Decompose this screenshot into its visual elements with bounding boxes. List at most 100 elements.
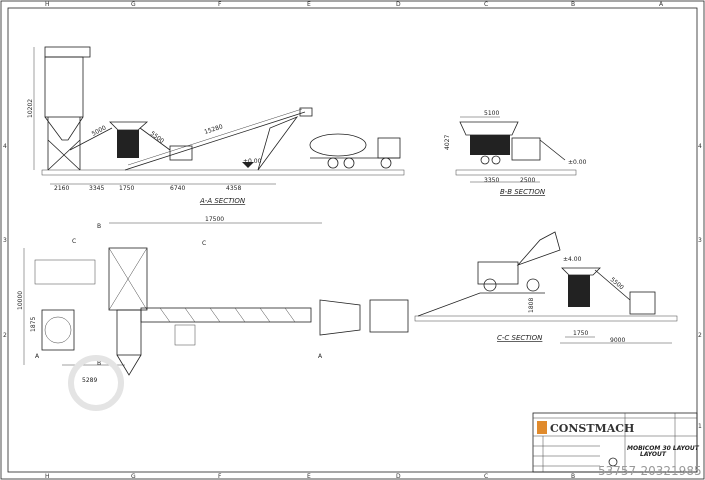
level-label: ±4.00 <box>563 256 582 263</box>
company-name: CONSTMACH <box>550 422 634 435</box>
aggregate-bin <box>169 145 193 161</box>
col-label-bottom: H <box>45 473 50 480</box>
section-bb: 5100 4027 ±0.00 3350 2500 B-B SECTION <box>444 110 587 196</box>
level-label: ±0.00 <box>568 159 587 166</box>
silo-plan <box>41 309 75 351</box>
ground <box>41 169 405 176</box>
dim-value: 2500 <box>520 177 535 184</box>
dim-value: 1750 <box>119 185 134 192</box>
discharge-chute <box>299 107 313 117</box>
ramp <box>417 292 545 317</box>
title-block-frame <box>532 412 698 473</box>
section-marker-a: A <box>318 353 323 360</box>
silo-top <box>44 46 91 58</box>
conveyor <box>594 269 631 301</box>
section-aa: 10202 5000 5500 15280 ±0.00 2160 3345 17… <box>27 46 405 205</box>
silo-body <box>44 56 84 118</box>
col-label-top: B <box>571 1 575 8</box>
border-grid-labels: H G F E D C B A H G F E D C B 4 3 2 4 3 … <box>3 1 702 480</box>
title-block: CONSTMACH MOBICOM 30 LAYOUT LAYOUT <box>532 412 700 473</box>
section-title: A-A SECTION <box>199 197 246 205</box>
section-title: C-C SECTION <box>497 334 543 342</box>
conveyor-plan <box>140 307 312 323</box>
mixer-unit <box>511 137 541 161</box>
main-conveyor <box>124 111 306 171</box>
chute <box>539 139 566 161</box>
dim-width: 10000 <box>17 291 24 310</box>
dim-conveyor-2: 5500 <box>149 130 165 145</box>
dim-bottom: 5289 <box>82 377 97 384</box>
col-label-bottom: D <box>396 473 401 480</box>
section-cc: 1808 ±4.00 5500 1750 9000 C-C SECTION <box>414 231 678 344</box>
truck-wheel <box>380 157 392 169</box>
truck-wheel <box>327 157 339 169</box>
mixer-plan <box>116 309 142 356</box>
section-title: B-B SECTION <box>500 188 546 196</box>
col-label-bottom: C <box>484 473 488 480</box>
loader-body <box>477 261 519 285</box>
dim-length: 17500 <box>205 216 224 223</box>
col-label-top: F <box>218 1 222 8</box>
drawing-subtitle: LAYOUT <box>640 451 667 458</box>
dim-main-conveyor: 15280 <box>203 123 223 136</box>
row-label-right: 3 <box>698 237 702 244</box>
projection-symbol-icon <box>608 457 618 467</box>
plan-view: 17500 10000 1875 5289 C C B B A A <box>17 216 409 384</box>
watermark-text: 53757-20321985 <box>598 464 702 478</box>
mixer-chute <box>116 354 142 376</box>
section-marker-b: B <box>97 223 101 230</box>
main-conveyor-rail <box>127 108 303 166</box>
section-marker-c: C <box>202 240 206 247</box>
dim-value: 3350 <box>484 177 499 184</box>
conveyor-2 <box>139 127 171 151</box>
conveyor-truss <box>159 307 296 323</box>
wheel <box>491 155 501 165</box>
dim-small: 1875 <box>30 317 37 332</box>
dim-conveyor-1: 5000 <box>91 124 108 137</box>
mixer-drum <box>309 133 367 157</box>
bins-body <box>470 135 510 155</box>
dim-silo-height: 10202 <box>27 99 34 118</box>
col-label-bottom: E <box>307 473 311 480</box>
screw-conveyor <box>69 127 113 151</box>
section-marker-a: A <box>35 353 40 360</box>
col-label-bottom: F <box>218 473 222 480</box>
dim-value: 9000 <box>610 337 625 344</box>
mixer-unit <box>629 291 656 315</box>
truck-wheel <box>343 157 355 169</box>
drawing-title: MOBICOM 30 LAYOUT <box>627 445 700 452</box>
ground <box>455 169 577 176</box>
loader-bucket <box>516 231 561 266</box>
row-label-left: 4 <box>3 143 7 150</box>
silo-legs <box>44 116 84 171</box>
col-label-top: D <box>396 1 401 8</box>
col-label-top: C <box>484 1 488 8</box>
hopper-body <box>568 275 590 307</box>
bins-top <box>459 121 519 136</box>
row-label-left: 3 <box>3 237 7 244</box>
silo-circle <box>44 316 72 344</box>
hopper-top <box>561 267 601 276</box>
ground <box>414 315 678 322</box>
section-marker-b: B <box>97 360 101 367</box>
row-label-right: 1 <box>698 423 702 430</box>
col-label-top: H <box>45 1 50 8</box>
aggregate-hopper-plan <box>174 324 196 346</box>
dim-value: 1750 <box>573 330 588 337</box>
inner-border <box>7 7 698 473</box>
row-label-right: 2 <box>698 332 702 339</box>
section-marker-c: C <box>72 238 76 245</box>
wheel <box>480 155 490 165</box>
truck-drum-plan <box>319 299 361 336</box>
truck-cab <box>377 137 401 159</box>
level-label: ±0.00 <box>243 158 262 165</box>
dim-value: 2160 <box>54 185 69 192</box>
col-label-top: G <box>131 1 136 8</box>
dim-height: 4027 <box>444 135 451 150</box>
row-label-left: 2 <box>3 332 7 339</box>
loader-wheel <box>483 278 497 292</box>
dim-width: 5100 <box>484 110 499 117</box>
level-marker <box>242 162 254 168</box>
